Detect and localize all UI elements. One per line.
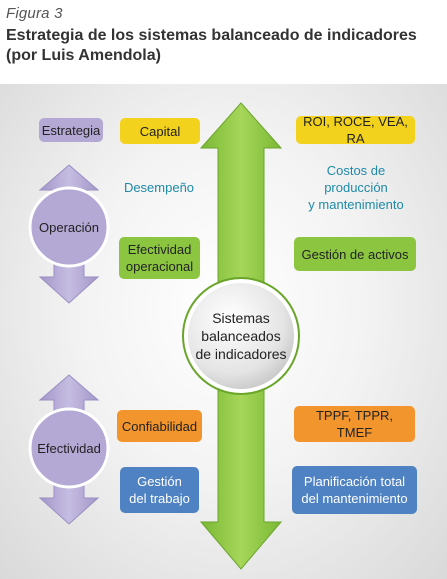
center-circle (184, 279, 298, 393)
tppf-box: TPPF, TPPR, TMEF (294, 406, 415, 442)
efectividad-label: Efectividad (37, 440, 101, 456)
planificacion-box: Planificación total del mantenimiento (292, 466, 417, 514)
desempeno-label: Desempeño (123, 179, 195, 195)
center-label: Sistemas balanceados de indicadores (195, 310, 287, 362)
operacion-label: Operación (39, 219, 99, 235)
gestion-activos-box: Gestión de activos (294, 237, 416, 271)
center-circle-rim (182, 277, 300, 395)
gestion-trabajo-box: Gestión del trabajo (120, 467, 199, 513)
costos-label: Costos de producción y mantenimiento (308, 162, 404, 212)
figure-label: Figura 3 (6, 5, 63, 22)
operacion-circle (28, 186, 110, 268)
efectividad-circle (28, 407, 110, 489)
capital-box: Capital (120, 118, 200, 144)
figure-title-line-2: (por Luis Amendola) (6, 47, 161, 64)
estrategia-label: Estrategia (39, 118, 103, 142)
figure-title: Estrategia de los sistemas balanceado de… (6, 26, 436, 66)
efectividad-operacional-box: Efectividad operacional (119, 237, 200, 279)
confiabilidad-box: Confiabilidad (117, 410, 202, 442)
figure-title-line-1: Estrategia de los sistemas balanceado de… (6, 27, 417, 44)
roi-box: ROI, ROCE, VEA, RA (296, 114, 415, 146)
